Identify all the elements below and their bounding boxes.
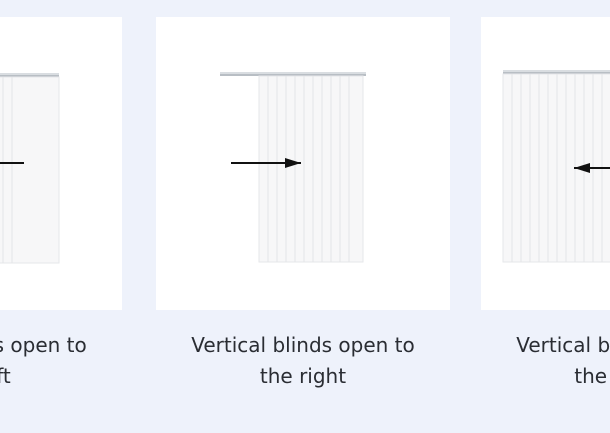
product-caption-open-middle: Vertical blinds open to the middle <box>516 333 610 388</box>
blind-slats <box>258 75 364 263</box>
blind-illustration <box>0 73 60 264</box>
blind-slats <box>0 76 60 264</box>
arrow-right-icon <box>231 158 301 168</box>
product-image-open-right <box>156 17 450 310</box>
product-card-open-left[interactable]: Vertical blinds open to the left <box>0 17 122 398</box>
blind-illustration <box>220 72 366 263</box>
arrow-left-icon <box>574 163 610 173</box>
product-caption-open-right: Vertical blinds open to the right <box>191 333 415 388</box>
arrow-left-icon <box>0 162 24 164</box>
product-caption-open-left: Vertical blinds open to the left <box>0 333 87 388</box>
product-image-open-middle <box>481 17 610 310</box>
product-card-open-middle[interactable]: Vertical blinds open to the middle <box>481 17 610 398</box>
product-card-open-right[interactable]: Vertical blinds open to the right <box>156 17 450 398</box>
product-image-open-left <box>0 17 122 310</box>
blind-illustration <box>502 70 610 263</box>
